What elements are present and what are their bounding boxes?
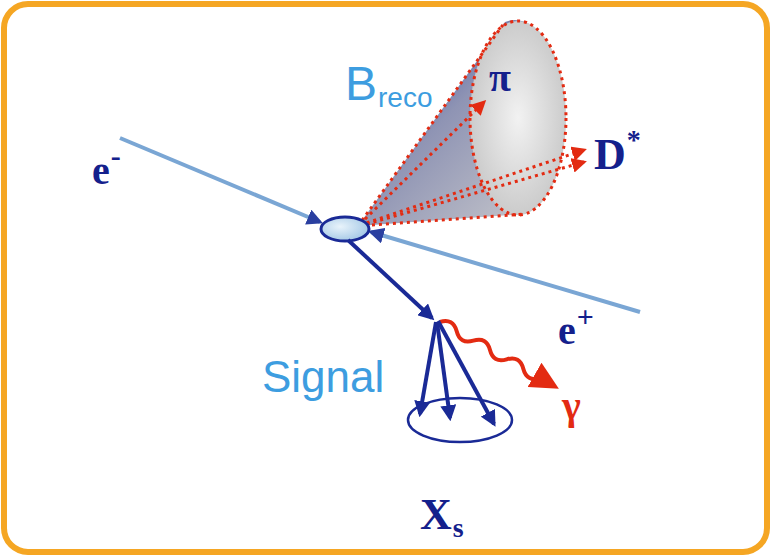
cone-cap <box>470 21 566 215</box>
particle-name: B <box>345 60 377 108</box>
xs-track <box>438 321 494 424</box>
electron-beam <box>120 138 320 222</box>
superscript: + <box>577 302 594 332</box>
subscript: s <box>453 514 464 542</box>
frame-border <box>4 4 767 552</box>
superscript: * <box>627 126 641 154</box>
particle-symbol: e <box>558 311 576 351</box>
particle-symbol: e <box>92 151 110 191</box>
photon-arrow <box>540 378 554 386</box>
subscript: reco <box>378 84 432 112</box>
particle-symbol: X <box>420 493 452 537</box>
track-line <box>360 150 584 225</box>
cone-edge <box>358 22 505 226</box>
superscript: - <box>111 141 121 171</box>
track-line <box>360 162 584 226</box>
xs-ellipse <box>408 398 512 442</box>
particle-symbol: D <box>594 133 626 177</box>
particle-symbol: π <box>489 58 511 98</box>
photon-symbol: γ <box>562 386 581 426</box>
interaction-point <box>321 217 369 241</box>
signal-track <box>348 240 432 318</box>
signal-label: Signal <box>262 355 384 399</box>
